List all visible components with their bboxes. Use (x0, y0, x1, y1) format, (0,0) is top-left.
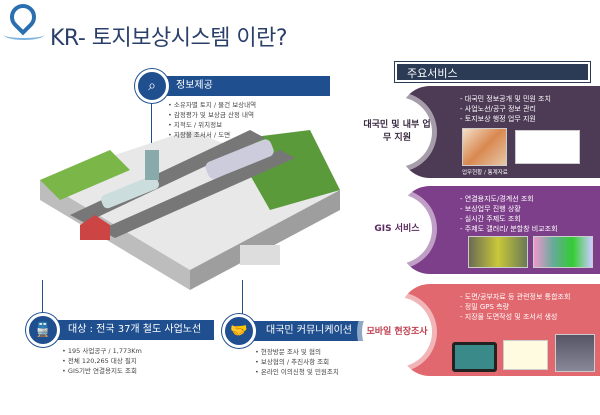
railway-scene (40, 130, 340, 290)
service-item: - 보상업무 진행 상황 (460, 205, 521, 213)
connector-line (42, 280, 43, 320)
target-heading: 대상 : 전국 37개 철도 사업노선 (68, 324, 202, 335)
info-item: 소유자별 토지 / 물건 보상내역 (168, 100, 256, 110)
target-list: 195 사업공구 / 1,773Km 전체 120,265 대상 필지 GIS기… (62, 346, 142, 376)
service-item: - 대국민 정보공개 및 민원 조치 (460, 95, 551, 103)
communication-banner: 대국민 커뮤니케이션 (240, 321, 372, 341)
drawing-thumbnail (503, 340, 548, 370)
stats-thumbnail (515, 130, 580, 164)
service-item: - 토지보상 행정 업무 지원 (460, 115, 536, 123)
target-banner: 대상 : 전국 37개 철도 사업노선 (42, 320, 214, 340)
map-thumbnail (462, 128, 507, 166)
service-panel-mobile: - 도면/공부자료 등 관련정보 통합조회 - 정밀 GPS 측량 - 지장물 … (400, 284, 600, 376)
communication-heading: 대국민 커뮤니케이션 (266, 325, 352, 336)
service-item: - 지장물 도면작성 및 조서서 생성 (460, 313, 558, 321)
service-item: - 도면/공부자료 등 관련정보 통합조회 (460, 293, 571, 301)
gis-map-thumbnail (468, 236, 528, 268)
connector-line (242, 280, 243, 320)
target-item: GIS기반 연결용지도 조회 (62, 366, 142, 376)
service-panel-gis: - 연결용지도/경계선 조회 - 보상업무 진행 상황 - 실시간 주제도 조회… (400, 186, 600, 274)
service-item: - 정밀 GPS 측량 (460, 303, 510, 311)
support-title: 대국민 및 내부 업무 지원 (363, 120, 431, 143)
tablet-thumbnail (452, 342, 497, 372)
service-item: - 실시간 주제도 조회 (460, 215, 521, 223)
target-item: 전체 120,265 대상 필지 (62, 356, 142, 366)
swoosh-decoration (4, 30, 44, 40)
calculator-search-icon: ⌕ (135, 69, 169, 103)
services-heading: 주요서비스 (395, 62, 590, 82)
photo-thumbnail (555, 334, 595, 372)
target-item: 195 사업공구 / 1,773Km (62, 346, 142, 356)
info-banner: 정보제공 (150, 76, 330, 96)
info-item: 지장물 조서서 / 도면 (168, 130, 256, 140)
support-caption: 업무현황 / 통계자료 (462, 170, 508, 176)
train-icon: 🚆 (26, 313, 60, 347)
gis-title: GIS 서비스 (374, 223, 420, 234)
service-item: - 사업노선/공구 정보 관리 (460, 105, 536, 113)
service-circle-mobile[interactable]: 모바일 현장조사 (362, 297, 432, 367)
page-title: KR- 토지보상시스템 이란? (50, 26, 288, 51)
info-item: 감정평가 및 보상금 산정 내역 (168, 110, 256, 120)
communication-item: 온라인 이의신청 및 민원조치 (255, 367, 339, 377)
service-item: - 연결용지도/경계선 조회 (460, 195, 534, 203)
connector-line (151, 103, 152, 143)
communication-item: 보상협의 / 추진사항 조회 (255, 357, 339, 367)
communication-list: 현장방문 조사 및 협의 보상협의 / 추진사항 조회 온라인 이의신청 및 민… (255, 347, 339, 377)
info-heading: 정보제공 (176, 80, 213, 91)
service-circle-gis[interactable]: GIS 서비스 (362, 194, 432, 264)
gis-gallery-thumbnail (533, 236, 593, 268)
communication-item: 현장방문 조사 및 협의 (255, 347, 339, 357)
railway-illustration (40, 120, 340, 300)
info-item: 지적도 / 위치정보 (168, 120, 256, 130)
service-circle-support[interactable]: 대국민 및 내부 업무 지원 (362, 97, 432, 167)
service-item: - 주제도 갤러리/ 분할창 비교조회 (460, 225, 558, 233)
info-list: 소유자별 토지 / 물건 보상내역 감정평가 및 보상금 산정 내역 지적도 /… (168, 100, 256, 140)
mobile-title: 모바일 현장조사 (366, 326, 428, 337)
handshake-icon: 🤝 (222, 314, 256, 348)
service-panel-support: - 대국민 정보공개 및 민원 조치 - 사업노선/공구 정보 관리 - 토지보… (400, 86, 600, 178)
